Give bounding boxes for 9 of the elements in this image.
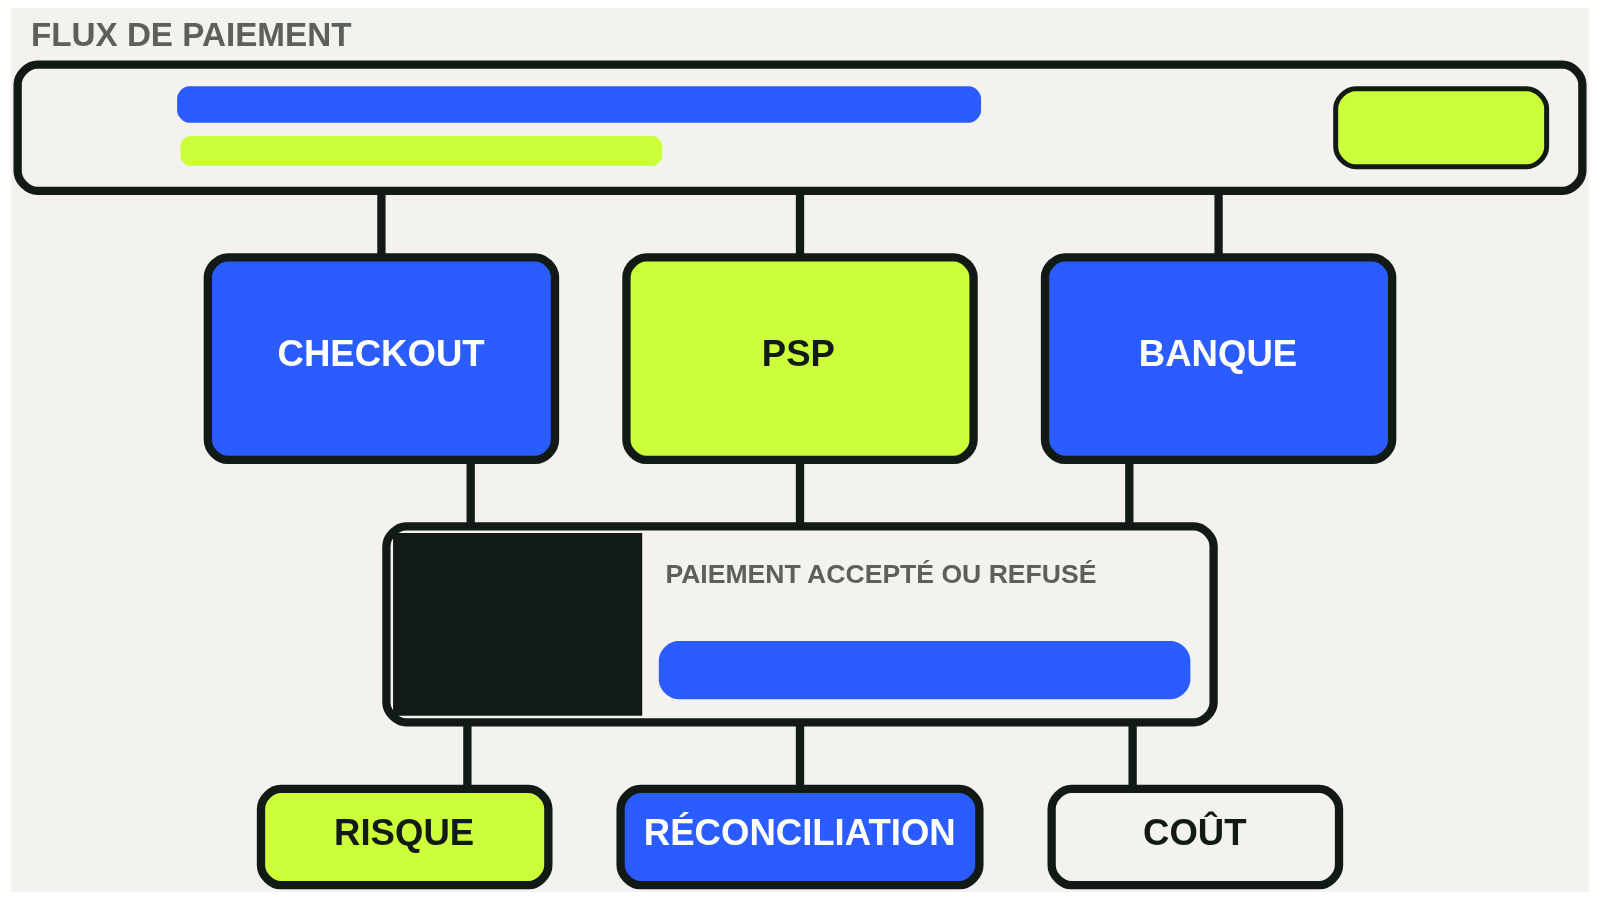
node-box: PAIEMENT ACCEPTÉ OU REFUSÉ: [382, 522, 1218, 727]
node-box: RISQUE: [256, 784, 553, 890]
node-box: [13, 60, 1587, 196]
node-box: RÉCONCILIATION: [616, 784, 984, 890]
diagram-title: FLUX DE PAIEMENT: [30, 16, 352, 54]
node-box: PSP: [622, 253, 978, 465]
node-box: CHECKOUT: [203, 253, 560, 465]
node-box: BANQUE: [1040, 253, 1397, 465]
node-box: COÛT: [1047, 784, 1344, 890]
